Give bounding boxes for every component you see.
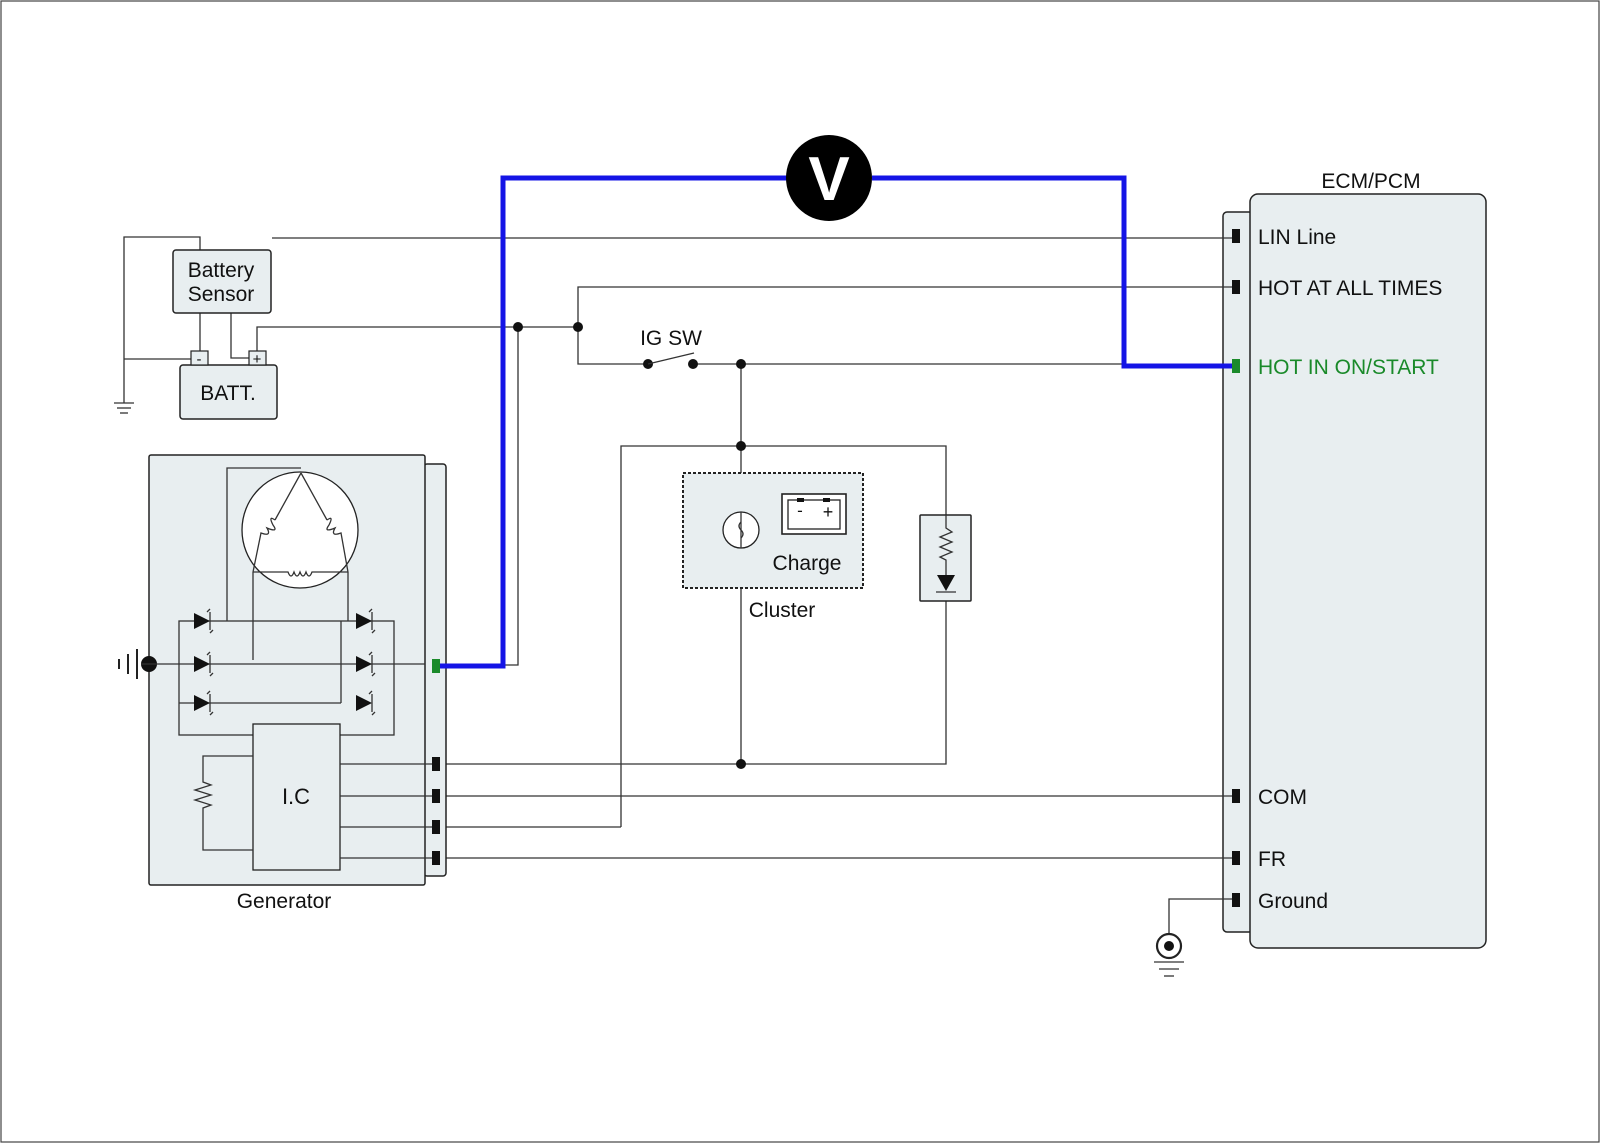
battery-warning-icon: - +: [781, 493, 847, 535]
signal-ground-icon: [1154, 932, 1184, 977]
field-resistor-icon: [192, 755, 253, 851]
generator-pin-l: [432, 820, 440, 834]
junction-dot: [513, 322, 523, 332]
chassis-ground-icon: [114, 402, 134, 414]
charge-lamp-label: Charge: [773, 552, 842, 575]
junction-dot: [736, 359, 746, 369]
cluster-battery-pos: +: [823, 502, 834, 522]
wire-batt-positive: [256, 326, 578, 352]
wire-ecm-ground: [1168, 898, 1232, 935]
resistor-icon: [938, 515, 954, 575]
battery-pos-terminal: +: [253, 351, 262, 368]
ecm-terminal-hot-all: HOT AT ALL TIMES: [1258, 277, 1442, 300]
wire-to-ig-switch: [577, 327, 648, 365]
voltmeter-lead-positive: [872, 175, 1232, 369]
ecm-pin-ground: [1232, 893, 1240, 907]
voltmeter-icon: V: [786, 135, 872, 221]
battery-label: BATT.: [200, 382, 256, 405]
junction-dot: [736, 759, 746, 769]
battery-neg-terminal: -: [197, 351, 202, 368]
battery-sensor-label-line2: Sensor: [188, 283, 255, 306]
cluster: - + Charge Cluster: [682, 472, 864, 622]
wire-sensor-batt-pos: [230, 312, 250, 359]
junction-dot: [736, 441, 746, 451]
battery-sensor: Battery Sensor: [172, 249, 272, 314]
wire-sensor-ground: [123, 236, 201, 403]
wire-hot-all-times: [577, 286, 1232, 327]
ecm-terminal-fr: FR: [1258, 848, 1286, 871]
ecm-pin-hot-all: [1232, 280, 1240, 294]
ecm-connector-strip: [1222, 211, 1254, 933]
cluster-battery-neg: -: [797, 501, 803, 520]
generator-pin-fr: [432, 851, 440, 865]
generator-pin-b-plus: [432, 659, 440, 673]
ignition-switch-label: IG SW: [640, 327, 702, 350]
ecm-terminal-ground: Ground: [1258, 890, 1328, 913]
battery: - + BATT.: [179, 350, 278, 420]
generator-pin-com: [432, 789, 440, 803]
diode-icon: [936, 575, 956, 593]
generator-pin-c: [432, 757, 440, 771]
resistor-diode-module: [919, 514, 972, 602]
cluster-label: Cluster: [749, 599, 816, 622]
ecm-title: ECM/PCM: [1321, 170, 1420, 193]
generator-label: Generator: [237, 890, 332, 913]
ecm-terminal-com: COM: [1258, 786, 1307, 809]
ecm-pin-com: [1232, 789, 1240, 803]
ecm-pcm: ECM/PCM LIN Line HOT AT ALL TIMES HOT IN…: [1222, 170, 1487, 949]
generator: I.C Generator: [118, 454, 447, 913]
voltmeter-lead-negative: [440, 175, 790, 669]
wire-loop-top: [435, 445, 947, 827]
ic-label: I.C: [282, 784, 310, 809]
ecm-pin-hot-on: [1232, 359, 1240, 373]
voltage-regulator-ic: I.C: [192, 723, 435, 871]
junction-dot: [573, 322, 583, 332]
ignition-switch: IG SW: [640, 327, 702, 369]
ecm-pin-lin: [1232, 229, 1240, 243]
ecm-pin-fr: [1232, 851, 1240, 865]
ecm-terminal-hot-on: HOT IN ON/START: [1258, 356, 1439, 379]
generator-ground-icon: [118, 649, 179, 679]
battery-sensor-label-line1: Battery: [188, 259, 255, 282]
ecm-body: [1249, 193, 1487, 949]
voltmeter-symbol: V: [808, 145, 849, 214]
stator-winding-icon: [226, 467, 359, 660]
ecm-terminal-lin: LIN Line: [1258, 226, 1336, 249]
